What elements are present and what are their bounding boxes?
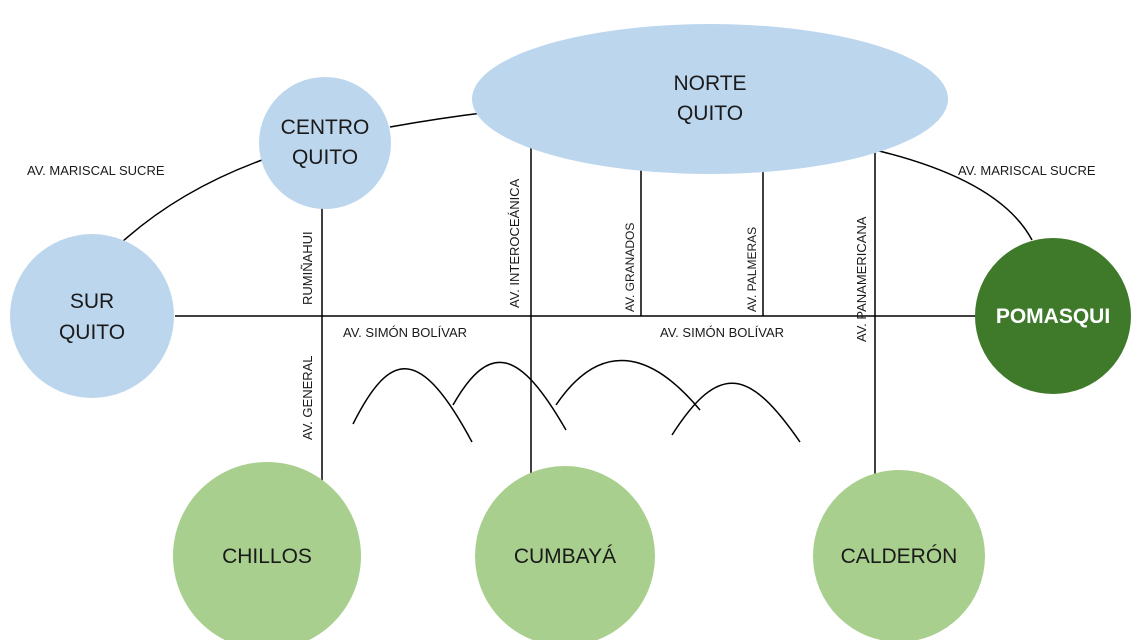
pomasqui-node	[975, 238, 1131, 394]
centro-quito-line1: CENTRO	[281, 116, 370, 139]
label-interoceanica: AV. INTEROCEÁNICA	[507, 178, 522, 308]
cumbaya-label: CUMBAYÁ	[514, 545, 616, 568]
norte-quito-line2: QUITO	[677, 102, 743, 125]
mountain-icon	[352, 359, 801, 443]
sur-quito-line1: SUR	[70, 290, 114, 313]
centro-quito-node	[259, 77, 391, 209]
label-simon-bolivar-left: AV. SIMÓN BOLÍVAR	[343, 325, 467, 340]
label-granados: AV. GRANADOS	[623, 223, 637, 312]
label-simon-bolivar-right: AV. SIMÓN BOLÍVAR	[660, 325, 784, 340]
road-centro-norte	[389, 111, 491, 128]
label-palmeras: AV. PALMERAS	[745, 227, 759, 312]
norte-quito-node	[472, 24, 948, 174]
calderon-node	[813, 470, 985, 640]
chillos-node	[173, 462, 361, 640]
norte-quito-line1: NORTE	[673, 72, 746, 95]
centro-quito-line2: QUITO	[292, 146, 358, 169]
road-mariscal-sucre-right	[874, 149, 1033, 241]
pomasqui-label: POMASQUI	[996, 305, 1110, 328]
road-mariscal-sucre-left	[121, 159, 263, 243]
sur-quito-node	[10, 234, 174, 398]
label-mariscal-sucre-left: AV. MARISCAL SUCRE	[27, 163, 165, 178]
label-general: AV. GENERAL	[300, 355, 315, 440]
chillos-label: CHILLOS	[222, 545, 312, 568]
cumbaya-node	[475, 466, 655, 640]
label-ruminahui: RUMIÑAHUI	[300, 231, 315, 305]
calderon-label: CALDERÓN	[841, 545, 958, 568]
label-panamericana: AV. PANAMERICANA	[854, 216, 869, 342]
label-mariscal-sucre-right: AV. MARISCAL SUCRE	[958, 163, 1096, 178]
sur-quito-line2: QUITO	[59, 321, 125, 344]
